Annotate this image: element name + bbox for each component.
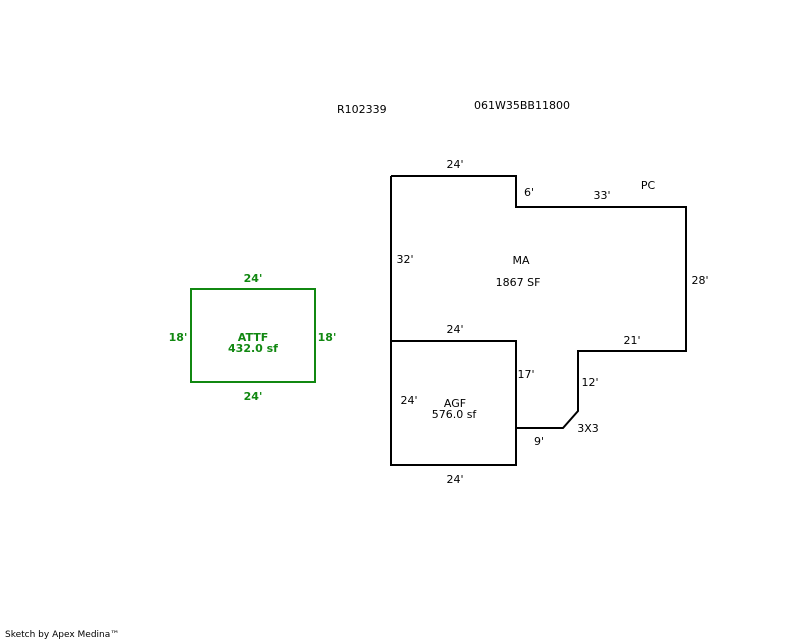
attf-top-dimension: 24' bbox=[244, 272, 263, 285]
agf-outline bbox=[390, 340, 517, 466]
attf-label: ATTF bbox=[238, 331, 268, 344]
map-number: 061W35BB11800 bbox=[474, 99, 570, 112]
parcel-id: R102339 bbox=[337, 103, 387, 116]
pc-label: PC bbox=[641, 179, 656, 192]
ma-outline bbox=[391, 175, 687, 429]
agf-label: AGF bbox=[444, 397, 466, 410]
ma-right-dimension: 28' bbox=[691, 274, 708, 287]
ma-left-dimension: 32' bbox=[396, 253, 413, 266]
footer-credit: Sketch by Apex Medina™ bbox=[5, 630, 119, 640]
ma-upper-right-dimension: 33' bbox=[593, 189, 610, 202]
attf-area: 432.0 sf bbox=[228, 342, 278, 355]
attf-bottom-dimension: 24' bbox=[244, 390, 263, 403]
attf-outline bbox=[190, 288, 316, 383]
agf-bottom-dimension: 24' bbox=[446, 473, 463, 486]
ma-inner-dimension: 21' bbox=[623, 334, 640, 347]
ma-label: MA bbox=[512, 254, 529, 267]
ma-top-dimension: 24' bbox=[446, 158, 463, 171]
ma-notch-dimension: 6' bbox=[524, 186, 534, 199]
agf-side-dimension: 17' bbox=[517, 368, 534, 381]
agf-area: 576.0 sf bbox=[432, 408, 478, 421]
ma-step-dimension: 12' bbox=[581, 376, 598, 389]
ma-corner-dimension: 3X3 bbox=[577, 422, 599, 435]
agf-left-dimension: 24' bbox=[400, 394, 417, 407]
ma-area: 1867 SF bbox=[496, 276, 541, 289]
attf-left-dimension: 18' bbox=[169, 331, 188, 344]
agf-top-dimension: 24' bbox=[446, 323, 463, 336]
attf-right-dimension: 18' bbox=[318, 331, 337, 344]
ma-bottom-run-dimension: 9' bbox=[534, 435, 544, 448]
